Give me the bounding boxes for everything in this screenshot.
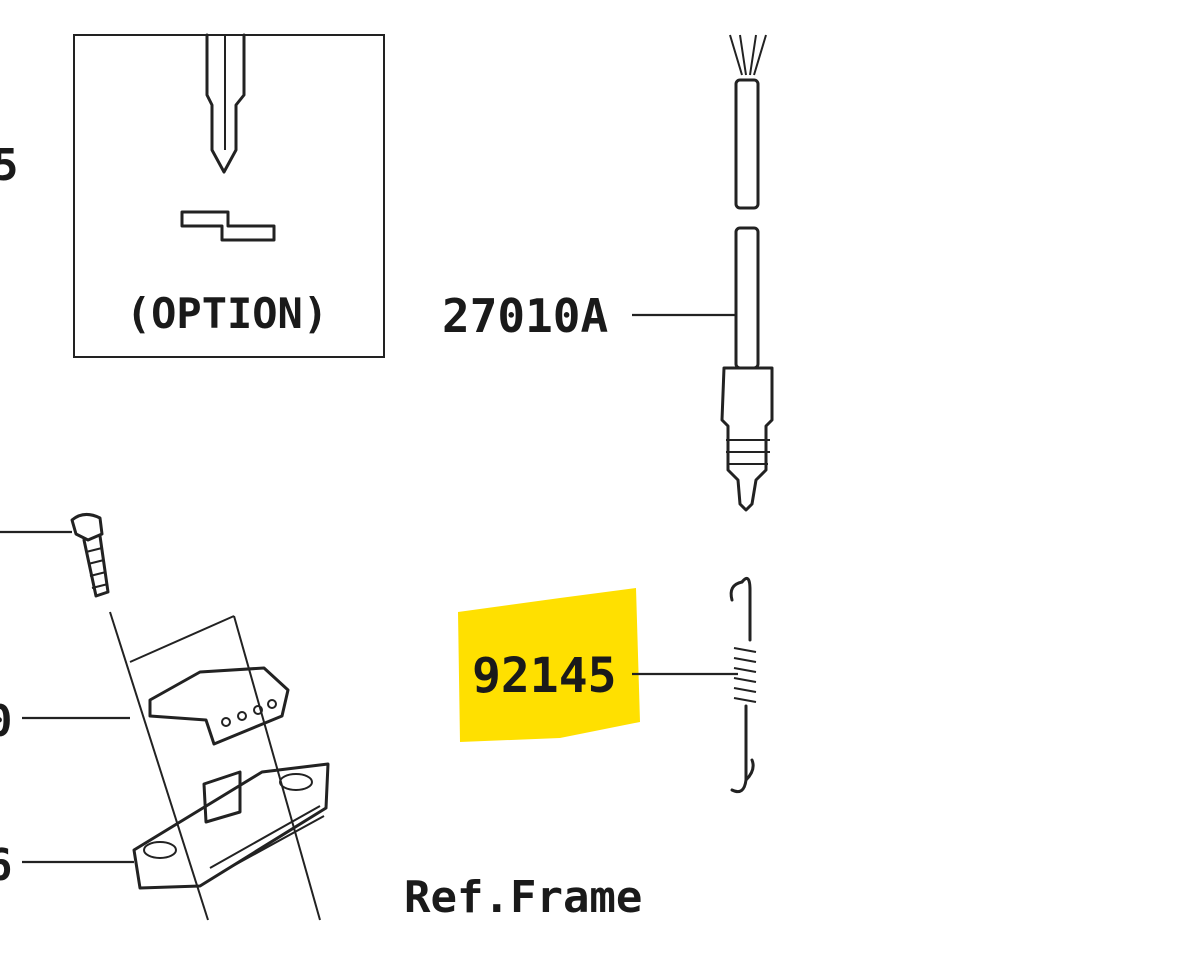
key-blade-icon bbox=[180, 210, 276, 242]
part-label-27010A: 27010A bbox=[442, 289, 608, 343]
bracket-icon bbox=[109, 611, 330, 921]
cut-label-bottom: 6 bbox=[0, 840, 13, 891]
switch-part-icon bbox=[720, 34, 774, 512]
option-box: (OPTION) bbox=[73, 33, 385, 358]
cut-label-mid: 0 bbox=[0, 696, 13, 747]
part-label-92145: 92145 bbox=[472, 648, 617, 704]
cut-label-top: 5 bbox=[0, 140, 19, 191]
ref-frame-label: Ref.Frame bbox=[404, 872, 642, 923]
highlight-marker bbox=[458, 588, 640, 742]
option-box-frame bbox=[73, 34, 385, 358]
spring-part-icon bbox=[729, 576, 757, 794]
key-icon bbox=[205, 33, 246, 174]
screw-icon bbox=[70, 513, 110, 598]
option-label: (OPTION) bbox=[126, 289, 328, 338]
